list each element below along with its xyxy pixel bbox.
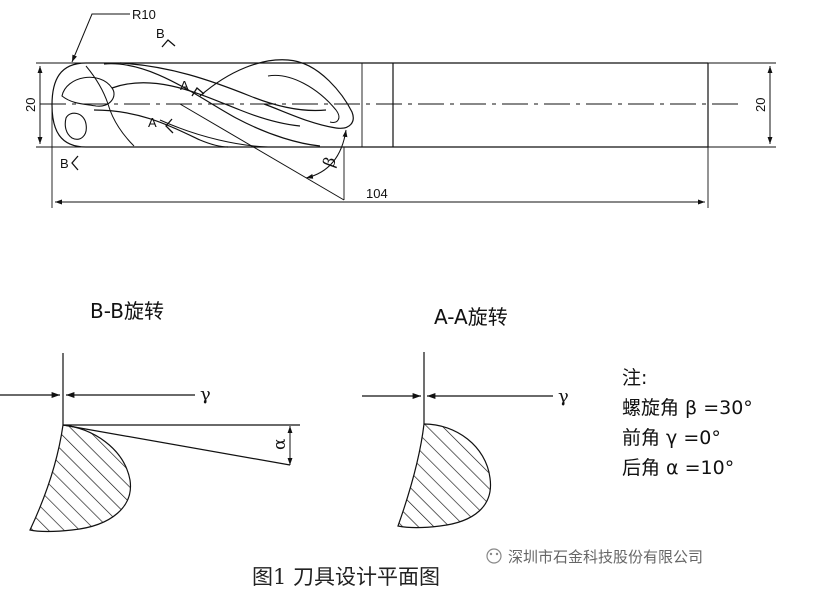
- bb-clearance-symbol: α: [270, 438, 290, 450]
- section-a-bottom-mark: [165, 118, 174, 134]
- section-b-top-mark: [161, 39, 176, 48]
- aa-rake-symbol: γ: [558, 386, 569, 407]
- helix-angle-arc: [305, 129, 348, 179]
- helical-flute-3: [93, 109, 229, 148]
- section-aa-view: [362, 352, 553, 529]
- length-label: 104: [366, 186, 388, 201]
- radius-leader: [71, 13, 130, 63]
- helical-flute-1: [103, 63, 321, 147]
- ball-nose-flute-lower: [64, 112, 87, 140]
- helix-reference-line: [179, 103, 345, 201]
- watermark-text: 深圳市石金科技股份有限公司: [508, 548, 703, 566]
- notes-heading: 注:: [622, 367, 647, 389]
- section-b-bottom-mark: [71, 155, 79, 171]
- flute-crest: [199, 59, 354, 129]
- note-clearance-angle: 后角 α =10°: [622, 457, 734, 479]
- helical-flute-4: [119, 62, 327, 112]
- radius-label: R10: [132, 7, 156, 22]
- helical-flute-2: [111, 82, 301, 127]
- left-diameter-label: 20: [23, 98, 38, 112]
- ball-nose-flute-upper: [61, 76, 115, 107]
- section-a-top-label: A: [180, 78, 189, 93]
- bb-rake-symbol: γ: [200, 384, 211, 405]
- flute-tail: [159, 119, 269, 148]
- ball-nose-outline: [51, 62, 87, 148]
- section-aa-title: A-A旋转: [434, 305, 508, 329]
- section-b-top-label: B: [156, 26, 165, 41]
- design-notes: 注: 螺旋角 β =30° 前角 γ =0° 后角 α =10°: [622, 367, 753, 479]
- section-bb-title: B-B旋转: [90, 299, 164, 323]
- section-b-bottom-label: B: [60, 156, 69, 171]
- bb-clearance-line: [62, 424, 291, 466]
- aa-hatched-section: [397, 423, 492, 529]
- wechat-icon: [486, 548, 502, 564]
- note-helix-angle: 螺旋角 β =30°: [622, 397, 753, 419]
- end-mill-side-view: [36, 13, 776, 208]
- right-diameter-label: 20: [753, 98, 768, 112]
- section-a-top-mark: [191, 87, 205, 97]
- flute-inner-loop: [267, 74, 340, 123]
- bb-hatched-section: [29, 424, 132, 533]
- figure-caption: 图1 刀具设计平面图: [252, 565, 440, 589]
- section-a-bottom-label: A: [148, 115, 157, 130]
- watermark: 深圳市石金科技股份有限公司: [486, 548, 703, 566]
- section-bb-view: [0, 353, 300, 533]
- note-rake-angle: 前角 γ =0°: [622, 427, 721, 449]
